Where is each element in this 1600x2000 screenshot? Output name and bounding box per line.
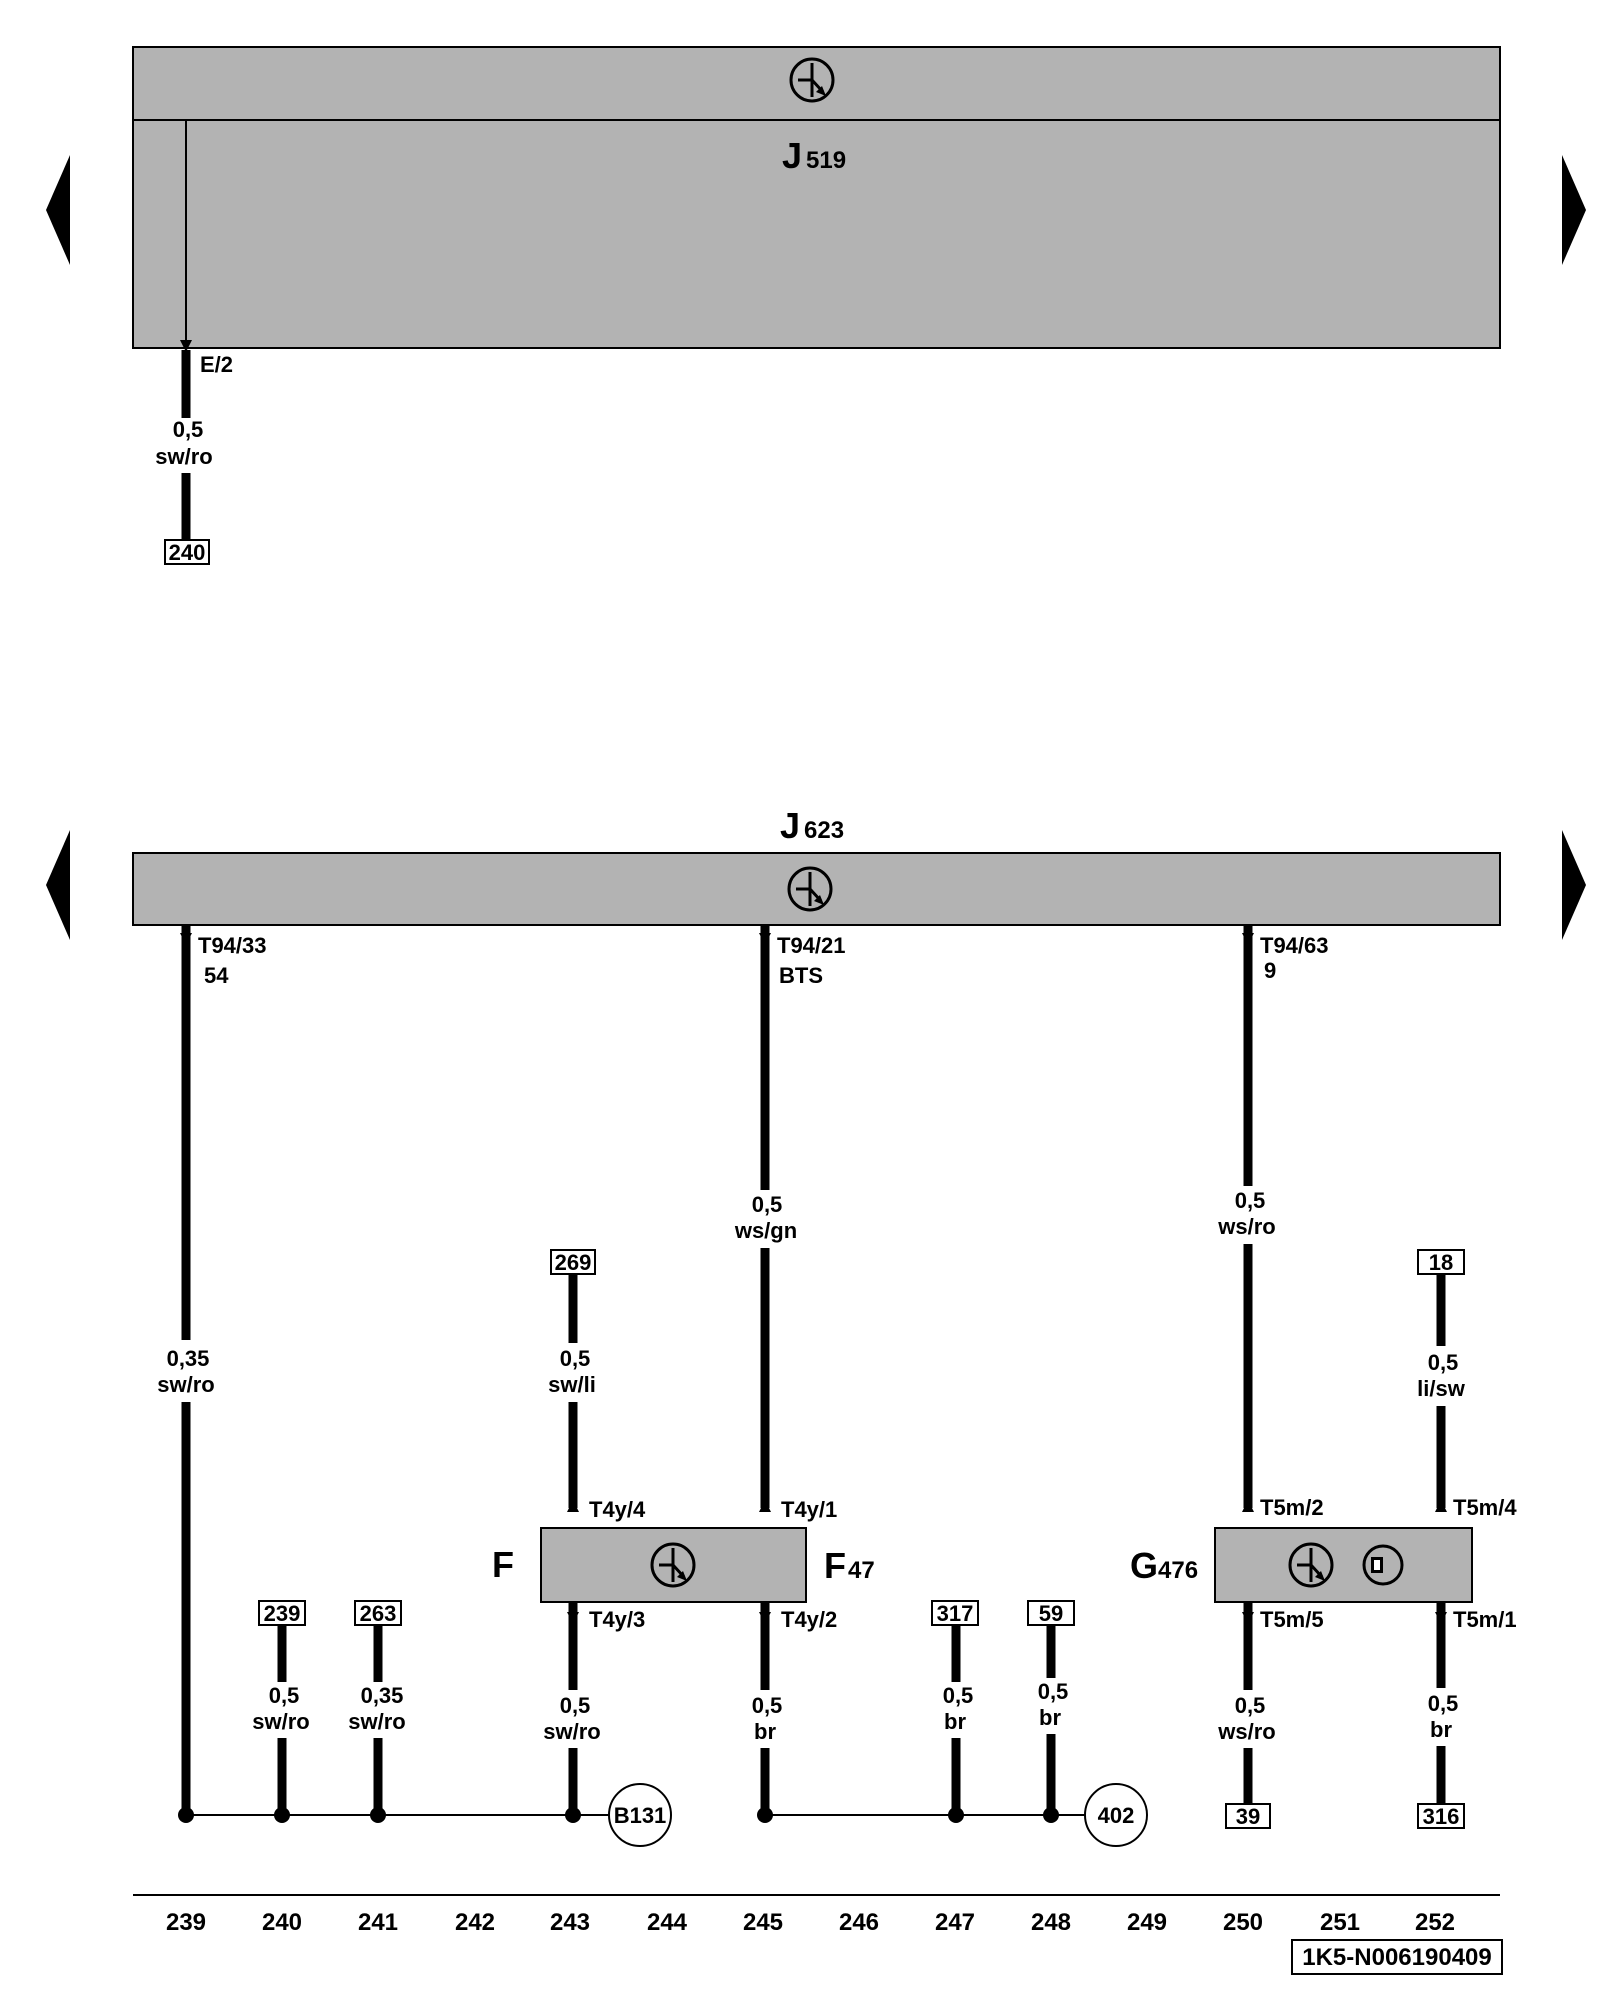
ground-402-label[interactable]: 402 xyxy=(1098,1803,1135,1828)
wire-color-label: sw/ro xyxy=(157,1372,214,1397)
f-label: F xyxy=(492,1544,514,1585)
column-number: 252 xyxy=(1415,1909,1455,1936)
j519-number: 519 xyxy=(806,147,846,174)
wire-size-label: 0,5 xyxy=(752,1693,783,1718)
wire-size-label: 0,5 xyxy=(1038,1679,1069,1704)
pin-t94-33: T94/33 xyxy=(198,933,267,958)
j623-number: 623 xyxy=(804,817,844,844)
arrow-right-icon[interactable] xyxy=(1562,830,1586,940)
wire-size-label: 0,5 xyxy=(269,1683,300,1708)
f47-letter: F xyxy=(824,1545,846,1586)
component-f47: F F 47 xyxy=(492,1527,875,1603)
control-unit-symbol-icon xyxy=(1288,1542,1334,1588)
pin-t94-63: T94/63 xyxy=(1260,933,1329,958)
arrow-right-icon[interactable] xyxy=(1562,155,1586,265)
module-j623: J 623 xyxy=(132,805,1501,926)
g476-letter: G xyxy=(1130,1545,1158,1586)
wire-color-label: li/sw xyxy=(1417,1376,1466,1401)
ref-59-label[interactable]: 59 xyxy=(1039,1601,1063,1626)
wire-color-label: sw/li xyxy=(548,1372,596,1397)
column-number: 241 xyxy=(358,1909,398,1936)
pin-t5m-5: T5m/5 xyxy=(1260,1607,1324,1632)
wire-size-label: 0,5 xyxy=(560,1346,591,1371)
j519-letter: J xyxy=(782,135,802,176)
wire-size-label: 0,5 xyxy=(1235,1693,1266,1718)
column-number: 251 xyxy=(1320,1909,1360,1936)
pin-t4y-2: T4y/2 xyxy=(781,1607,837,1632)
column-number: 250 xyxy=(1223,1909,1263,1936)
wire-size-label: 0,35 xyxy=(361,1683,404,1708)
wire-color-label: br xyxy=(944,1709,966,1734)
ref-316-label[interactable]: 316 xyxy=(1423,1804,1460,1829)
ref-263-label[interactable]: 263 xyxy=(360,1601,397,1626)
pin-t94-33-sub: 54 xyxy=(204,963,229,988)
wire-color-label: sw/ro xyxy=(348,1709,405,1734)
pin-t5m-4: T5m/4 xyxy=(1453,1495,1517,1520)
wire-color-label: ws/ro xyxy=(1217,1214,1275,1239)
column-number: 239 xyxy=(166,1909,206,1936)
control-unit-symbol-icon xyxy=(650,1542,696,1588)
pin-t5m-2: T5m/2 xyxy=(1260,1495,1324,1520)
pin-t5m-1: T5m/1 xyxy=(1453,1607,1517,1632)
control-unit-symbol-icon xyxy=(787,866,833,912)
wire-color-label: ws/gn xyxy=(734,1218,797,1243)
ref-240-label[interactable]: 240 xyxy=(169,540,206,565)
wire-color-label: ws/ro xyxy=(1217,1719,1275,1744)
wire-color-label: br xyxy=(1039,1705,1061,1730)
pin-t4y-4: T4y/4 xyxy=(589,1497,646,1522)
arrow-left-icon[interactable] xyxy=(46,155,70,265)
j519-pin-label: E/2 xyxy=(200,352,233,377)
wire-color-label: sw/ro xyxy=(155,444,212,469)
column-number: 245 xyxy=(743,1909,783,1936)
column-number: 243 xyxy=(550,1909,590,1936)
column-number: 246 xyxy=(839,1909,879,1936)
column-number: 247 xyxy=(935,1909,975,1936)
document-id: 1K5-N006190409 xyxy=(1302,1944,1491,1971)
ref-269-label[interactable]: 269 xyxy=(555,1250,592,1275)
wire-size-label: 0,5 xyxy=(1428,1691,1459,1716)
pin-t4y-3: T4y/3 xyxy=(589,1607,645,1632)
column-number: 244 xyxy=(647,1909,688,1936)
sensor-symbol-icon xyxy=(1362,1544,1404,1586)
wire-size-label: 0,5 xyxy=(1235,1188,1266,1213)
ref-317-label[interactable]: 317 xyxy=(937,1601,974,1626)
control-unit-symbol-icon xyxy=(789,57,835,103)
pin-t4y-1: T4y/1 xyxy=(781,1497,837,1522)
g476-number: 476 xyxy=(1158,1557,1198,1584)
ref-39-label[interactable]: 39 xyxy=(1236,1804,1260,1829)
wire-color-label: sw/ro xyxy=(252,1709,309,1734)
wire-size-label: 0,5 xyxy=(752,1192,783,1217)
pin-t94-21: T94/21 xyxy=(777,933,846,958)
ref-239-label[interactable]: 239 xyxy=(264,1601,301,1626)
wire-size-label: 0,5 xyxy=(560,1693,591,1718)
ground-b131-label[interactable]: B131 xyxy=(614,1803,667,1828)
j623-letter: J xyxy=(780,805,800,846)
column-number: 249 xyxy=(1127,1909,1167,1936)
component-g476: G 476 xyxy=(1130,1527,1473,1603)
column-number: 240 xyxy=(262,1909,302,1936)
ref-18-label[interactable]: 18 xyxy=(1429,1250,1453,1275)
wire-size-label: 0,5 xyxy=(1428,1350,1459,1375)
pin-t94-63-sub: 9 xyxy=(1264,958,1276,983)
column-number: 248 xyxy=(1031,1909,1071,1936)
wire-color-label: sw/ro xyxy=(543,1719,600,1744)
column-number: 242 xyxy=(455,1909,495,1936)
wire-size-label: 0,35 xyxy=(167,1346,210,1371)
f47-number: 47 xyxy=(848,1557,875,1584)
wire-color-label: br xyxy=(1430,1717,1452,1742)
pin-t94-21-sub: BTS xyxy=(779,963,823,988)
wire-size-label: 0,5 xyxy=(173,417,204,442)
module-j519: J 519 xyxy=(132,46,1501,349)
column-numbers: 239 240 241 242 243 244 245 246 247 248 … xyxy=(166,1909,1455,1936)
wire-color-label: br xyxy=(754,1719,776,1744)
arrow-left-icon[interactable] xyxy=(46,830,70,940)
wire-size-label: 0,5 xyxy=(943,1683,974,1708)
